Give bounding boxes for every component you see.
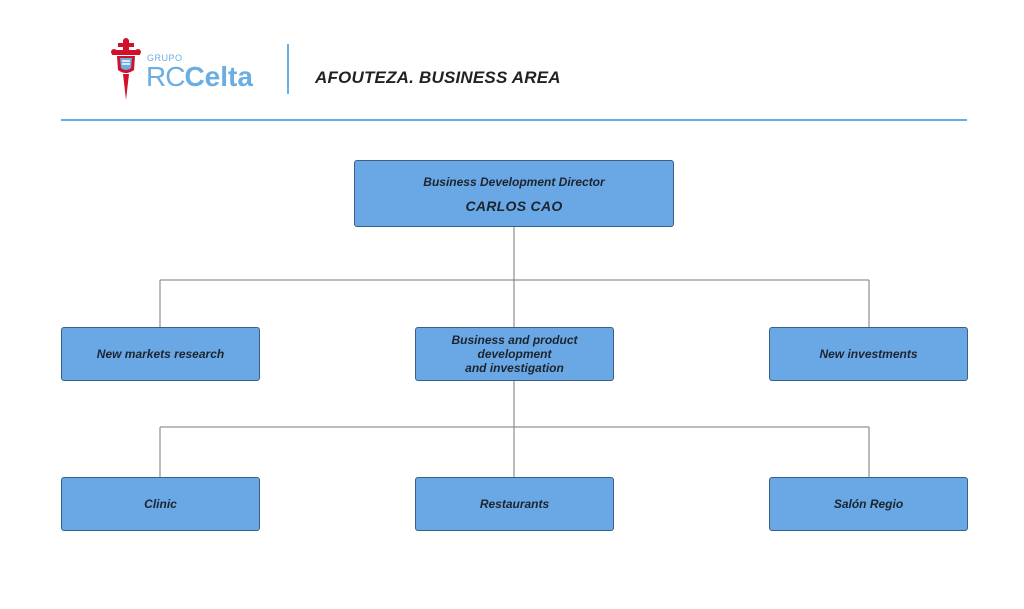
node-restaurants: Restaurants: [415, 477, 614, 531]
node-label: Business and product development and inv…: [451, 333, 578, 375]
header-rule: [61, 119, 967, 121]
node-label: New investments: [819, 347, 918, 361]
node-label: Clinic: [144, 497, 177, 511]
node-salon-regio: Salón Regio: [769, 477, 968, 531]
director-name: CARLOS CAO: [465, 197, 563, 214]
logo-rc-text: RC: [146, 61, 185, 92]
node-label: Restaurants: [479, 497, 550, 511]
director-box: Business Development Director CARLOS CAO: [354, 160, 674, 227]
rc-celta-logo: GRUPO RCCelta: [106, 36, 276, 102]
director-role: Business Development Director: [423, 174, 605, 189]
node-clinic: Clinic: [61, 477, 260, 531]
logo-wordmark: RCCelta: [146, 62, 253, 92]
page-title: AFOUTEZA. BUSINESS AREA: [315, 68, 561, 87]
logo-celta-text: Celta: [184, 61, 253, 92]
node-new-markets-research: New markets research: [61, 327, 260, 381]
node-business-product-development: Business and product development and inv…: [415, 327, 614, 381]
node-new-investments: New investments: [769, 327, 968, 381]
celta-crest-icon: [111, 38, 141, 100]
node-label: Salón Regio: [833, 497, 904, 511]
logo-grupo-text: GRUPO: [147, 53, 183, 63]
node-label: New markets research: [96, 347, 225, 361]
header-divider: [287, 44, 289, 94]
